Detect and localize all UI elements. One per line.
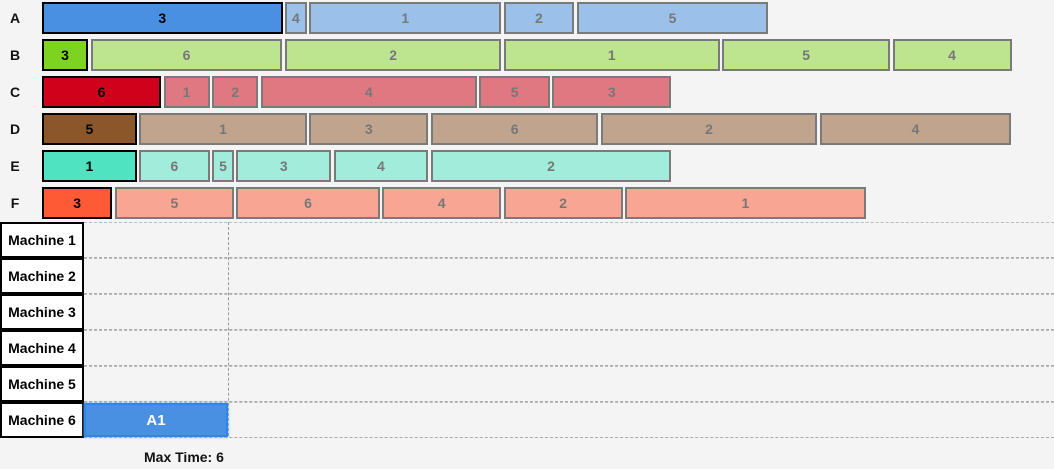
job-C-op-3: 2 (212, 76, 259, 108)
scheduled-operation[interactable]: A1 (84, 403, 228, 437)
job-E-op-3: 5 (212, 150, 234, 182)
job-A-op-5: 5 (576, 2, 769, 34)
job-label-A: A (9, 10, 21, 26)
job-D-op-6: 4 (819, 113, 1012, 145)
job-B-op-2: 6 (90, 39, 283, 71)
machine-timeline-row[interactable] (84, 330, 1054, 366)
machine-label: Machine 6 (0, 402, 84, 438)
job-C-op-5: 5 (479, 76, 550, 108)
job-E-op-5: 4 (333, 150, 429, 182)
job-D-op-1[interactable]: 5 (42, 113, 137, 145)
job-E-op-6: 2 (430, 150, 672, 182)
job-label-D: D (9, 121, 21, 137)
job-D-op-4: 6 (430, 113, 599, 145)
job-B-op-4: 1 (503, 39, 720, 71)
max-time-label: Max Time: 6 (144, 449, 224, 465)
job-A-op-1[interactable]: 3 (42, 2, 283, 34)
job-label-C: C (9, 84, 21, 100)
job-D-op-2: 1 (139, 113, 307, 145)
job-F-op-2: 5 (114, 187, 234, 219)
job-F-op-4: 4 (382, 187, 502, 219)
job-E-op-4: 3 (236, 150, 332, 182)
job-F-op-6: 1 (625, 187, 866, 219)
job-F-op-5: 2 (503, 187, 623, 219)
job-C-op-4: 4 (260, 76, 477, 108)
job-F-op-1[interactable]: 3 (42, 187, 113, 219)
job-A-op-2: 4 (285, 2, 307, 34)
job-E-op-2: 6 (139, 150, 210, 182)
job-label-B: B (9, 47, 21, 63)
job-B-op-3: 2 (285, 39, 502, 71)
job-C-op-1[interactable]: 6 (42, 76, 161, 108)
job-A-op-4: 2 (503, 2, 575, 34)
job-A-op-3: 1 (309, 2, 502, 34)
machine-label: Machine 1 (0, 222, 84, 258)
machine-label: Machine 4 (0, 330, 84, 366)
job-E-op-1[interactable]: 1 (42, 150, 137, 182)
machine-timeline-row[interactable] (84, 258, 1054, 294)
job-C-op-6: 3 (552, 76, 672, 108)
job-C-op-2: 1 (163, 76, 210, 108)
machine-timeline-row[interactable] (84, 294, 1054, 330)
job-B-op-1[interactable]: 3 (42, 39, 89, 71)
job-B-op-6: 4 (892, 39, 1012, 71)
job-label-E: E (10, 158, 20, 174)
job-D-op-3: 3 (309, 113, 429, 145)
machine-timeline-row[interactable] (84, 402, 1054, 438)
job-label-F: F (10, 195, 20, 211)
machine-label: Machine 2 (0, 258, 84, 294)
job-D-op-5: 2 (600, 113, 818, 145)
machine-label: Machine 3 (0, 294, 84, 330)
job-F-op-3: 6 (236, 187, 380, 219)
job-B-op-5: 5 (722, 39, 890, 71)
max-time-gridline (228, 222, 229, 436)
machine-timeline-row[interactable] (84, 366, 1054, 402)
machine-timeline-row[interactable] (84, 222, 1054, 258)
machine-label: Machine 5 (0, 366, 84, 402)
